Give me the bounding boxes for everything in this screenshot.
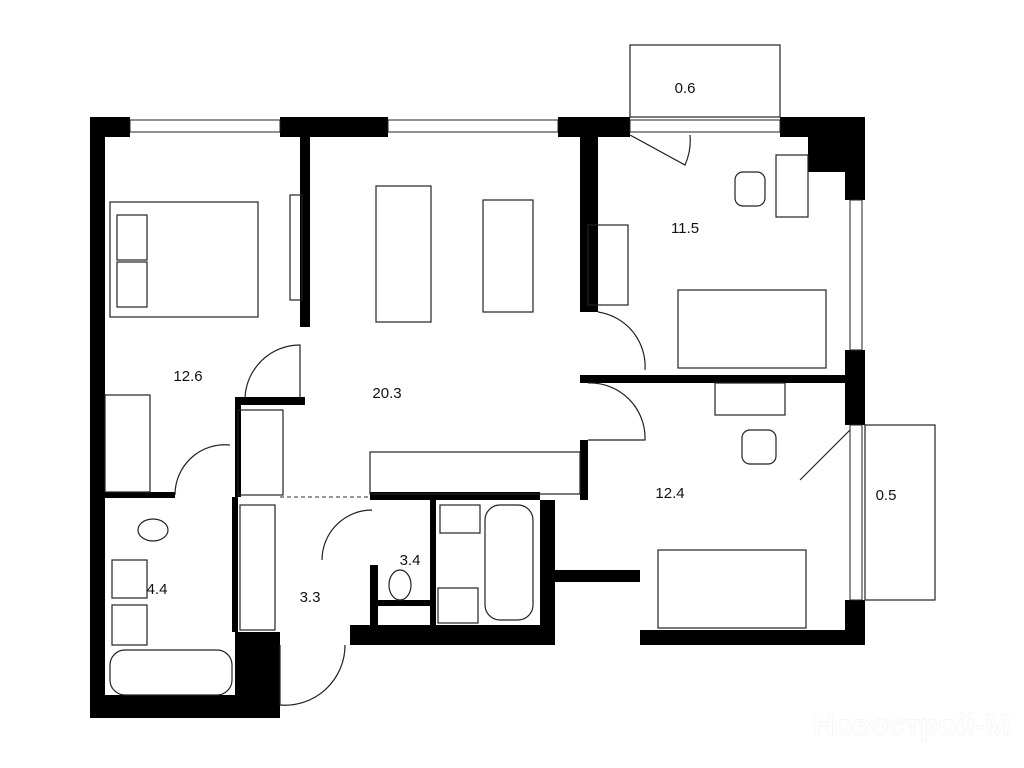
kitchen-counter	[369, 451, 581, 495]
chair-north	[734, 171, 766, 207]
fridge	[237, 409, 284, 496]
chair-south	[741, 429, 777, 465]
washer-west	[111, 559, 148, 599]
room-area-label: 3.3	[300, 589, 321, 606]
wardrobe-north	[587, 224, 629, 306]
balcony-east-outline	[864, 424, 936, 601]
single-bed-north	[677, 289, 827, 369]
room-area-label: 12.4	[655, 485, 684, 502]
hall-wardrobe	[239, 504, 276, 631]
toilet-center	[388, 569, 412, 601]
room-area-label: 0.5	[876, 487, 897, 504]
toilet-west	[137, 518, 169, 542]
sink-center	[439, 504, 481, 534]
room-area-label: 0.6	[675, 80, 696, 97]
room-area-label: 12.6	[173, 368, 202, 385]
bathtub-center	[484, 504, 534, 621]
bathtub-west	[109, 649, 233, 696]
room-area-label: 20.3	[372, 385, 401, 402]
balcony-top-outline	[629, 44, 781, 118]
doors	[174, 134, 851, 706]
windows	[129, 119, 863, 601]
room-area-label: 11.5	[671, 220, 699, 237]
tv-unit	[289, 194, 303, 301]
wardrobe	[104, 394, 151, 493]
washer-center	[437, 587, 479, 624]
room-labels: 0.6 11.5 12.6 20.3 12.4 0.5 4.4 3.3 3.4	[147, 80, 897, 606]
dining-table	[482, 199, 534, 313]
sofa	[375, 185, 432, 323]
single-bed-south	[657, 549, 807, 629]
walls	[90, 117, 865, 718]
room-area-label: 3.4	[400, 552, 421, 569]
sink-west	[111, 604, 148, 646]
double-bed	[109, 201, 259, 318]
furniture	[104, 154, 827, 696]
desk-north	[775, 154, 809, 218]
room-area-label: 4.4	[147, 581, 168, 598]
desk-south	[714, 382, 786, 416]
watermark: Новострой-М	[813, 709, 1010, 742]
